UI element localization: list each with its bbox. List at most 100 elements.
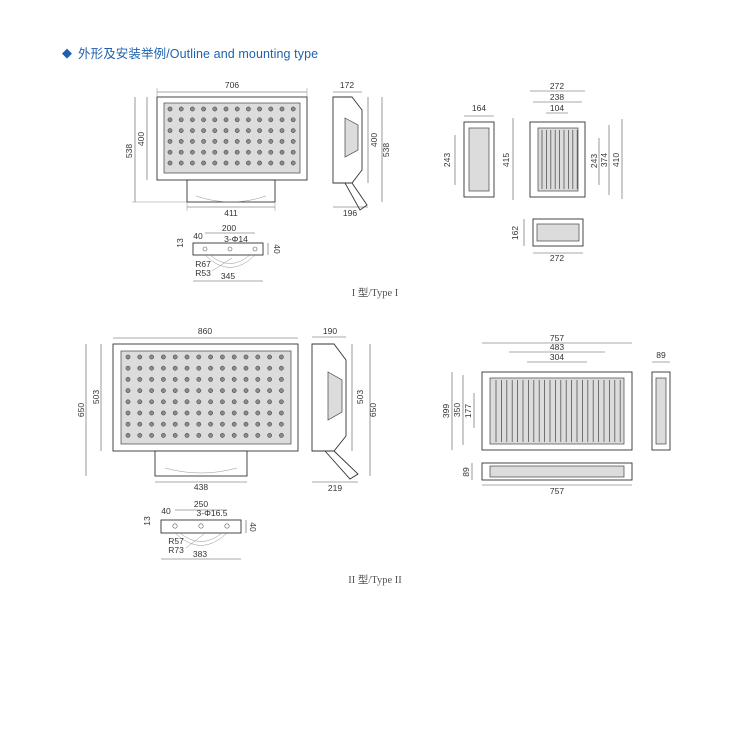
type1-housing-height-left: 243 bbox=[442, 153, 452, 167]
led-cell bbox=[234, 139, 240, 144]
led-cell bbox=[267, 421, 272, 427]
led-cell bbox=[167, 160, 173, 166]
led-cell bbox=[201, 128, 206, 133]
led-cell bbox=[184, 410, 190, 416]
led-cell bbox=[220, 421, 225, 427]
type1-side-base: 196 bbox=[343, 208, 357, 218]
led-cell bbox=[243, 388, 249, 393]
type1-housing-width-outer: 272 bbox=[550, 81, 564, 91]
led-cell bbox=[201, 139, 206, 144]
led-cell bbox=[125, 410, 131, 416]
type2-housing-width-outer: 757 bbox=[550, 333, 564, 343]
type1-housing-h1: 243 bbox=[589, 154, 599, 168]
led-cell bbox=[149, 377, 154, 382]
led-cell bbox=[161, 399, 166, 405]
led-cell bbox=[231, 433, 237, 438]
type1-led-panel bbox=[163, 102, 301, 174]
led-cell bbox=[137, 433, 143, 438]
led-cell bbox=[172, 388, 178, 393]
type1-housing-depth: 164 bbox=[472, 103, 486, 113]
type2-front-height-inner: 503 bbox=[91, 390, 101, 404]
led-cell bbox=[125, 388, 131, 393]
led-cell bbox=[279, 388, 284, 393]
led-cell bbox=[246, 160, 251, 166]
led-cell bbox=[223, 117, 229, 123]
led-cell bbox=[212, 139, 218, 144]
led-cell bbox=[231, 399, 237, 405]
led-cell bbox=[257, 106, 262, 112]
led-cell bbox=[178, 117, 184, 123]
led-cell bbox=[268, 128, 274, 133]
led-cell bbox=[231, 354, 237, 360]
led-cell bbox=[220, 410, 225, 416]
led-cell bbox=[279, 399, 284, 405]
led-cell bbox=[167, 106, 173, 112]
type1-housing-height-total: 415 bbox=[501, 153, 511, 167]
led-cell bbox=[167, 149, 173, 155]
type2-side-view: 190 503 650 219 bbox=[311, 326, 378, 493]
led-cell bbox=[220, 365, 225, 371]
led-cell bbox=[212, 117, 218, 123]
type1-bracket-length: 345 bbox=[221, 271, 235, 281]
type2-front-bracket-width: 438 bbox=[194, 482, 208, 492]
type2-side-height-outer: 650 bbox=[368, 403, 378, 417]
led-cell bbox=[184, 377, 190, 382]
led-cell bbox=[231, 421, 237, 427]
led-cell bbox=[125, 399, 131, 405]
led-cell bbox=[257, 128, 262, 133]
type1-front-height-inner: 400 bbox=[136, 132, 146, 146]
type2-housing-bottom-height: 89 bbox=[461, 467, 471, 477]
type2-front-width: 860 bbox=[198, 326, 212, 336]
led-cell bbox=[234, 149, 240, 155]
led-cell bbox=[167, 128, 173, 133]
type1-side-height-inner: 400 bbox=[369, 133, 379, 147]
led-cell bbox=[196, 354, 202, 360]
type2-bracket-thickness: 13 bbox=[142, 516, 152, 526]
led-cell bbox=[125, 365, 131, 371]
led-cell bbox=[268, 149, 274, 155]
led-cell bbox=[149, 354, 154, 360]
led-cell bbox=[255, 433, 261, 438]
led-cell bbox=[196, 421, 202, 427]
led-cell bbox=[149, 365, 154, 371]
led-cell bbox=[255, 421, 261, 427]
type2-housing-height-outer: 399 bbox=[441, 404, 451, 418]
type1-bracket-r-outer: R67 bbox=[195, 259, 211, 269]
type1-housing-bottom-width: 272 bbox=[550, 253, 564, 263]
led-cell bbox=[255, 365, 261, 371]
led-cell bbox=[279, 139, 285, 144]
led-cell bbox=[161, 410, 166, 416]
led-cell bbox=[267, 410, 272, 416]
type1-housing-fins bbox=[541, 130, 578, 189]
type2-housing-side-depth: 89 bbox=[656, 350, 666, 360]
led-cell bbox=[184, 388, 190, 393]
led-cell bbox=[208, 410, 213, 416]
led-cell bbox=[149, 399, 154, 405]
led-cell bbox=[220, 399, 225, 405]
led-cell bbox=[184, 365, 190, 371]
type2-led-panel bbox=[120, 350, 292, 445]
led-cell bbox=[246, 128, 251, 133]
led-cell bbox=[201, 160, 206, 166]
led-cell bbox=[220, 388, 225, 393]
led-cell bbox=[255, 354, 261, 360]
led-cell bbox=[178, 160, 184, 166]
led-cell bbox=[208, 399, 213, 405]
led-cell bbox=[279, 128, 285, 133]
led-cell bbox=[255, 377, 261, 382]
led-cell bbox=[208, 421, 213, 427]
led-cell bbox=[223, 149, 229, 155]
type1-bracket-r-inner: R53 bbox=[195, 268, 211, 278]
diamond-bullet-icon: ◆ bbox=[62, 44, 72, 60]
led-cell bbox=[290, 139, 296, 144]
led-cell bbox=[267, 354, 272, 360]
led-cell bbox=[234, 106, 240, 112]
led-cell bbox=[178, 128, 184, 133]
led-cell bbox=[161, 377, 166, 382]
led-cell bbox=[243, 410, 249, 416]
led-cell bbox=[201, 106, 206, 112]
led-cell bbox=[149, 410, 154, 416]
led-cell bbox=[231, 377, 237, 382]
type1-bracket-height: 40 bbox=[272, 244, 282, 254]
section-title: 外形及安装举例/Outline and mounting type bbox=[78, 46, 319, 61]
